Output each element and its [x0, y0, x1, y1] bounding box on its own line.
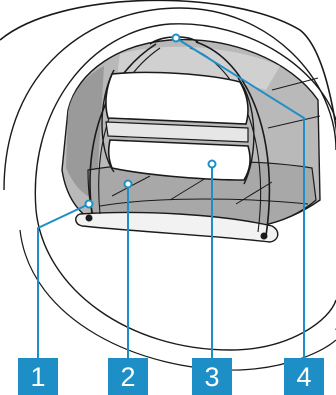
- leader-dot-1: [84, 199, 94, 209]
- leader-line-4: [175, 37, 305, 359]
- callout-4-label: 4: [296, 362, 311, 392]
- callout-3-label: 3: [204, 362, 219, 392]
- outer-ring: [0, 0, 336, 330]
- leader-dot-4: [171, 33, 181, 43]
- wall-rib-1: [271, 77, 319, 91]
- callout-1-box: [18, 358, 58, 395]
- callout-2-label: 2: [120, 362, 135, 392]
- callout-3-box: [192, 358, 232, 395]
- shelf-upper-panel: [105, 71, 249, 125]
- leader-lines: [37, 37, 305, 359]
- middle-ring: [3, 7, 336, 191]
- floor-rib-4: [99, 198, 309, 207]
- rack-shelf: [101, 69, 255, 185]
- shelf-lower-panel: [107, 139, 251, 181]
- leader-dot-2: [123, 179, 133, 189]
- rack-left-wire-inner: [98, 47, 161, 215]
- callout-4-box: [284, 358, 324, 395]
- shelf-divider: [105, 121, 249, 143]
- callout-1-label: 1: [30, 362, 45, 392]
- leader-dot-3: [207, 159, 217, 169]
- floor-rib-2: [169, 177, 207, 201]
- leader-dots: [84, 33, 217, 209]
- callout-3: 3: [192, 358, 232, 395]
- callout-2-box: [108, 358, 148, 395]
- rack-left-wire: [89, 43, 157, 215]
- rack-base-plate: [75, 211, 279, 243]
- base-foot-left: [85, 214, 93, 222]
- shelf-frame-left: [101, 69, 115, 173]
- callout-2: 2: [108, 358, 148, 395]
- door-seal-line: [19, 229, 336, 371]
- leader-line-1: [37, 203, 90, 359]
- wall-rib-2: [267, 115, 321, 129]
- inner-ring-bottom: [35, 209, 336, 351]
- callout-1: 1: [18, 358, 58, 395]
- floor-rib-3: [235, 181, 273, 205]
- callout-4: 4: [284, 358, 324, 395]
- shelf-frame-right: [237, 77, 255, 185]
- rack-right-wire: [195, 41, 271, 237]
- cavity-left-shadow: [66, 66, 104, 200]
- inner-ring-left: [34, 23, 336, 211]
